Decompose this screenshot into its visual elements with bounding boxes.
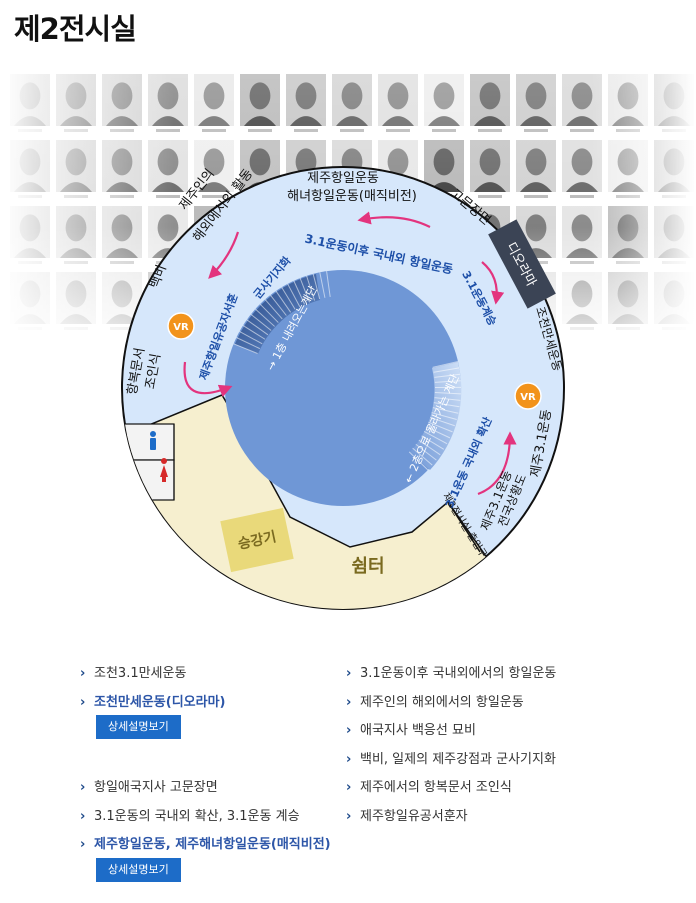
page-title: 제2전시실 (14, 12, 137, 46)
chevron-right-icon: › (346, 723, 352, 738)
chevron-right-icon: › (80, 809, 86, 824)
detail-button[interactable]: 상세설명보기 (96, 715, 181, 739)
chevron-right-icon: › (346, 809, 352, 824)
female-restroom-icon (160, 458, 168, 482)
list-item[interactable]: ›애국지사 백응선 묘비 (346, 721, 476, 741)
detail-button[interactable]: 상세설명보기 (96, 858, 181, 882)
list-item[interactable]: ›3.1운동이후 국내외에서의 항일운동 (346, 664, 556, 684)
flow-arrow (183, 361, 233, 398)
list-item[interactable]: ›제주인의 해외에서의 항일운동 (346, 693, 524, 713)
list-item-active[interactable]: ›조천만세운동(디오라마) (80, 693, 225, 713)
list-item[interactable]: ›항일애국지사 고문장면 (80, 778, 218, 798)
vr-badge[interactable]: VR (514, 382, 542, 410)
chevron-right-icon: › (80, 780, 86, 795)
exhibition-map: VR VR 디오라마 승강기 쉼터 제주항일운동 해녀항일운동(매직비전) 고문… (0, 62, 696, 642)
chevron-right-icon: › (80, 666, 86, 681)
section-surrender-2: 조인식 (143, 352, 164, 390)
chevron-right-icon: › (346, 752, 352, 767)
list-item[interactable]: ›조천3.1만세운동 (80, 664, 186, 684)
chevron-right-icon: › (80, 837, 86, 852)
chevron-right-icon: › (346, 695, 352, 710)
list-item[interactable]: ›3.1운동의 국내외 확산, 3.1운동 계승 (80, 807, 300, 827)
chevron-right-icon: › (346, 780, 352, 795)
vr-badge[interactable]: VR (167, 312, 195, 340)
male-restroom-icon (150, 431, 156, 450)
diorama-box[interactable] (488, 219, 556, 309)
list-item-active[interactable]: ›제주항일운동, 제주해녀항일운동(매직비전) (80, 835, 331, 855)
section-jeju-anti-japanese: 제주항일운동 (307, 171, 379, 186)
rest-label: 쉼터 (351, 556, 384, 577)
central-hall (225, 270, 461, 506)
flow-arrow (208, 231, 240, 279)
chevron-right-icon: › (80, 695, 86, 710)
list-item[interactable]: ›제주항일유공서훈자 (346, 807, 468, 827)
elevator (220, 507, 294, 573)
list-item[interactable]: ›제주에서의 항복문서 조인식 (346, 778, 512, 798)
flow-arrow (357, 211, 431, 228)
svg-text:VR: VR (520, 392, 536, 403)
list-item[interactable]: ›백비, 일제의 제주강점과 군사기지화 (346, 750, 556, 770)
flow-arrow (477, 431, 517, 496)
exhibit-list: ›조천3.1만세운동 ›조천만세운동(디오라마) 상세설명보기 ›항일애국지사 … (0, 655, 696, 903)
chevron-right-icon: › (346, 666, 352, 681)
svg-text:VR: VR (173, 322, 189, 333)
restroom-male (122, 423, 175, 461)
section-haenyeo: 해녀항일운동(매직비전) (287, 189, 417, 204)
flow-arrow (481, 261, 505, 305)
